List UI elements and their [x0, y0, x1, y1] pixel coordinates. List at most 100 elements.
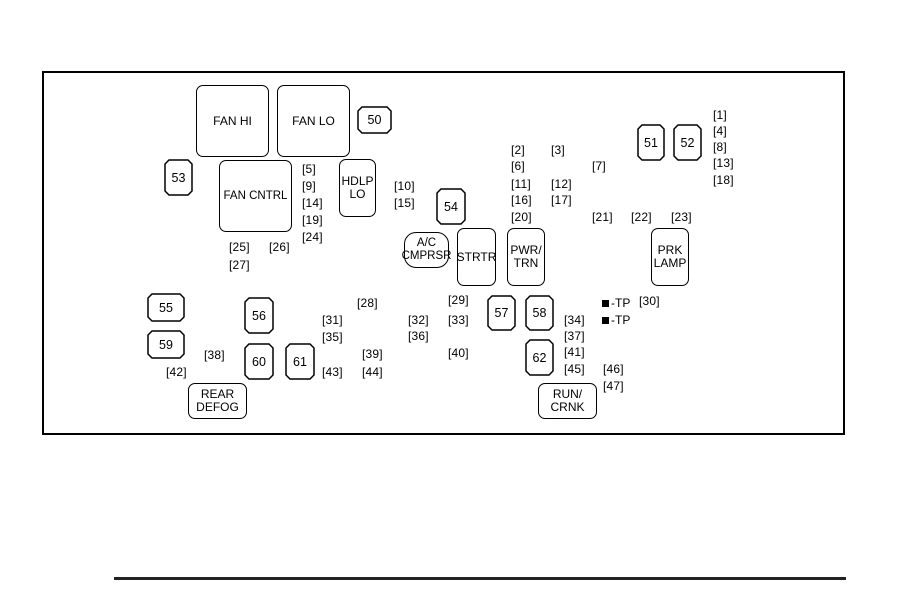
maxi-fuse-label: 62	[532, 350, 547, 365]
maxi-fuse-50: 50	[357, 106, 392, 134]
maxi-fuse-label: 53	[171, 170, 186, 185]
fuse-25: [25]	[229, 240, 250, 254]
test-point-square-icon	[602, 317, 609, 324]
maxi-fuse-58: 58	[525, 295, 554, 331]
fuse-23: [23]	[671, 210, 692, 224]
fuse-33: [33]	[448, 313, 469, 327]
maxi-fuse-label: 51	[644, 135, 658, 150]
fuse-label: 8	[716, 140, 724, 154]
fuse-label: 22	[634, 210, 649, 224]
fuse-label: 7	[595, 159, 603, 173]
fuse-label: 24	[305, 230, 320, 244]
fuse-label: 6	[514, 159, 522, 173]
fuse-label: 23	[674, 210, 689, 224]
fuse-7: [7]	[592, 159, 606, 173]
fuse-label: 44	[365, 365, 380, 379]
fuse-18: [18]	[713, 173, 734, 187]
fuse-label: 37	[567, 329, 582, 343]
relay-hdlp-lo: HDLP LO	[339, 159, 376, 217]
fuse-block-diagram: FAN HI FAN LO FAN CNTRL HDLP LO A/C CMPR…	[42, 71, 845, 435]
fuse-22: [22]	[631, 210, 652, 224]
relay-label: HDLP LO	[341, 174, 374, 201]
fuse-10: [10]	[394, 179, 415, 193]
fuse-label: 19	[305, 213, 320, 227]
fuse-32: [32]	[408, 313, 429, 327]
fuse-15: [15]	[394, 196, 415, 210]
fuse-13: [13]	[713, 156, 734, 170]
fuse-4: [4]	[713, 124, 727, 138]
fuse-27: [27]	[229, 258, 250, 272]
maxi-fuse-59: 59	[147, 330, 185, 359]
relay-ac-cmprsr: A/C CMPRSR	[401, 232, 452, 268]
fuse-label: 10	[397, 179, 412, 193]
fuse-11: [11]	[511, 177, 531, 191]
fuse-35: [35]	[322, 330, 343, 344]
fuse-12: [12]	[551, 177, 572, 191]
fuse-label: 12	[554, 177, 569, 191]
fuse-44: [44]	[362, 365, 383, 379]
fuse-label: 38	[207, 348, 222, 362]
fuse-label: 9	[305, 179, 313, 193]
fuse-43: [43]	[322, 365, 343, 379]
relay-label: PRK LAMP	[653, 243, 687, 270]
maxi-fuse-label: 57	[494, 306, 509, 320]
relay-label: PWR/ TRN	[510, 243, 542, 270]
fuse-37: [37]	[564, 329, 585, 343]
maxi-fuse-60: 60	[244, 343, 274, 380]
test-point-label: -TP	[611, 296, 631, 310]
fuse-38: [38]	[204, 348, 225, 362]
fuse-2: [2]	[511, 143, 525, 157]
fuse-label: 33	[451, 313, 466, 327]
test-point-label: -TP	[611, 313, 631, 327]
relay-label: FAN CNTRL	[223, 189, 288, 202]
fuse-46: [46]	[603, 362, 624, 376]
relay-label: FAN HI	[213, 113, 252, 128]
fuse-label: 31	[325, 313, 340, 327]
fuse-label: 47	[606, 379, 621, 393]
relay-prk-lamp: PRK LAMP	[651, 228, 689, 286]
fuse-6: [6]	[511, 159, 525, 173]
maxi-fuse-52: 52	[673, 124, 702, 161]
fuse-17: [17]	[551, 193, 572, 207]
maxi-fuse-label: 55	[159, 300, 173, 315]
relay-label: FAN LO	[292, 113, 335, 128]
fuse-label: 43	[325, 365, 340, 379]
fuse-9: [9]	[302, 179, 316, 193]
fuse-label: 39	[365, 347, 380, 361]
fuse-label: 35	[325, 330, 340, 344]
fuse-label: 16	[514, 193, 529, 207]
relay-label: RUN/ CRNK	[550, 387, 585, 414]
fuse-label: 32	[411, 313, 426, 327]
fuse-label: 30	[642, 294, 657, 308]
maxi-fuse-55: 55	[147, 293, 185, 322]
fuse-label: 46	[606, 362, 621, 376]
maxi-fuse-54: 54	[436, 188, 466, 225]
fuse-label: 17	[554, 193, 569, 207]
fuse-label: 29	[451, 293, 466, 307]
fuse-19: [19]	[302, 213, 323, 227]
relay-label: REAR DEFOG	[196, 387, 239, 414]
fuse-label: 27	[232, 258, 247, 272]
maxi-fuse-label: 56	[252, 308, 266, 323]
maxi-fuse-61: 61	[285, 343, 315, 380]
fuse-20: [20]	[511, 210, 532, 224]
fuse-label: 14	[305, 196, 320, 210]
relay-strtr: STRTR	[457, 228, 496, 286]
fuse-label: 4	[716, 124, 724, 138]
fuse-label: 1	[716, 108, 724, 122]
fuse-14: [14]	[302, 196, 323, 210]
relay-label: STRTR	[456, 249, 497, 264]
relay-label: A/C CMPRSR	[401, 237, 452, 262]
fuse-label: 18	[716, 173, 731, 187]
fuse-30: [30]	[639, 294, 660, 308]
fuse-label: 36	[411, 329, 426, 343]
relay-fan-lo: FAN LO	[277, 85, 350, 157]
test-point-2: -TP	[602, 314, 630, 326]
fuse-label: 15	[397, 196, 412, 210]
fuse-label: 34	[567, 313, 582, 327]
fuse-16: [16]	[511, 193, 532, 207]
test-point-square-icon	[602, 300, 609, 307]
fuse-label: 42	[169, 365, 184, 379]
fuse-1: [1]	[713, 108, 727, 122]
fuse-label: 26	[272, 240, 287, 254]
